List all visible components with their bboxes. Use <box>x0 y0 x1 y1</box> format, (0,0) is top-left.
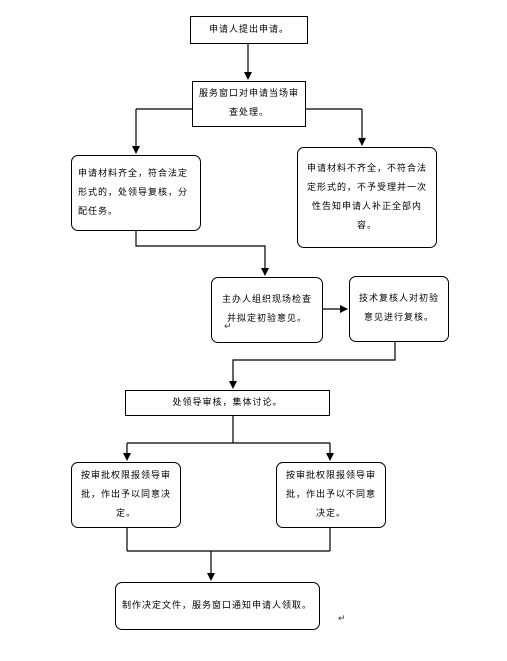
node-incomplete-text: 申请材料不齐全，不符合法定形式的，不予受理并一次性告知申请人补正全部内容。 <box>306 163 427 231</box>
arrow-tech-to-leader <box>229 342 396 389</box>
node-window-review-text: 服务窗口对申请当场审查处理。 <box>199 89 300 118</box>
node-leader-review-text: 处领导审核，集体讨论。 <box>172 397 283 408</box>
node-start-text: 申请人提出申请。 <box>208 24 289 35</box>
node-approve-text: 按审批权限报领导审批，作出予以同意决定。 <box>80 470 171 519</box>
node-tech-review-text: 技术复核人对初验意见进行复核。 <box>358 294 439 323</box>
node-tech-review: 技术复核人对初验意见进行复核。 <box>349 276 449 342</box>
node-reject: 按审批权限报领导审批，作出予以不同意决定。 <box>276 462 386 528</box>
node-site-check-text: 主办人组织现场检查并拟定初验意见。 <box>221 295 312 324</box>
node-leader-review: 处领导审核，集体讨论。 <box>125 390 330 416</box>
return-mark-final: ↵ <box>338 614 346 624</box>
node-approve: 按审批权限报领导审批，作出予以同意决定。 <box>71 462 181 528</box>
node-final-text: 制作决定文件，服务窗口通知申请人领取。 <box>122 600 313 611</box>
node-start: 申请人提出申请。 <box>190 16 308 44</box>
return-mark-site-check: ↵ <box>224 322 232 332</box>
node-final: 制作决定文件，服务窗口通知申请人领取。 <box>115 582 320 630</box>
arrow-complete-to-site-check <box>135 231 269 276</box>
node-window-review: 服务窗口对申请当场审查处理。 <box>192 81 306 127</box>
node-complete: 申请材料齐全，符合法定形式的，处领导复核，分配任务。 <box>71 155 201 231</box>
node-incomplete: 申请材料不齐全，不符合法定形式的，不予受理并一次性告知申请人补正全部内容。 <box>297 147 437 248</box>
node-site-check: 主办人组织现场检查并拟定初验意见。 <box>211 277 323 343</box>
node-complete-text: 申请材料齐全，符合法定形式的，处领导复核，分配任务。 <box>78 168 189 217</box>
node-reject-text: 按审批权限报领导审批，作出予以不同意决定。 <box>285 470 376 519</box>
